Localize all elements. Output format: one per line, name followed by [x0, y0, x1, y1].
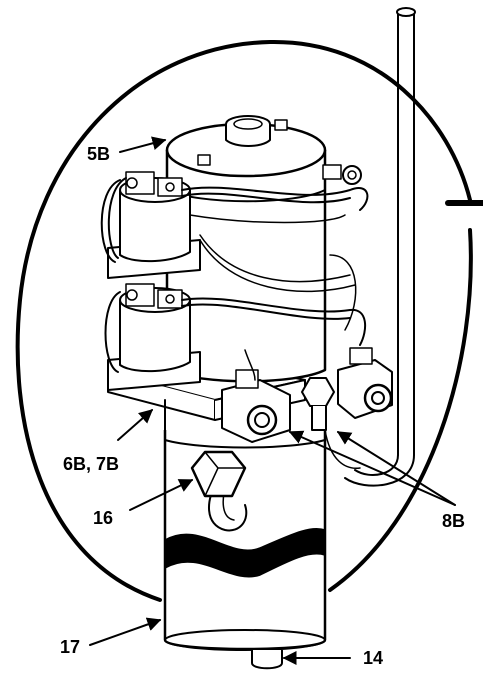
leader-16 [129, 479, 194, 511]
callout-16: 16 [93, 508, 113, 528]
detail-outline-ellipse-right [328, 228, 473, 592]
leader-5b [119, 136, 167, 153]
leader-8b-a [288, 430, 456, 506]
fill-plug-16 [190, 450, 248, 532]
callout-8b: 8B [442, 511, 465, 531]
leader-lines [89, 136, 456, 665]
valve-cartridge-right [337, 347, 393, 419]
leader-6b7b [117, 409, 154, 441]
leader-17 [89, 617, 162, 646]
reservoir-body [163, 430, 327, 670]
solenoid-valve-lower [107, 283, 201, 391]
callout-17: 17 [60, 637, 80, 657]
callout-5b: 5B [87, 144, 110, 164]
callout-6b7b: 6B, 7B [63, 454, 119, 474]
hydraulic-tubing [100, 177, 369, 469]
motor-cylinder [165, 115, 362, 383]
valve-cartridge-left [221, 369, 291, 443]
detail-outline-ellipse [15, 39, 472, 602]
dip-tube [344, 7, 416, 487]
center-fitting [301, 377, 335, 431]
callout-14: 14 [363, 648, 383, 668]
leader-8b-b [336, 431, 456, 506]
solenoid-valve-upper [107, 171, 201, 279]
